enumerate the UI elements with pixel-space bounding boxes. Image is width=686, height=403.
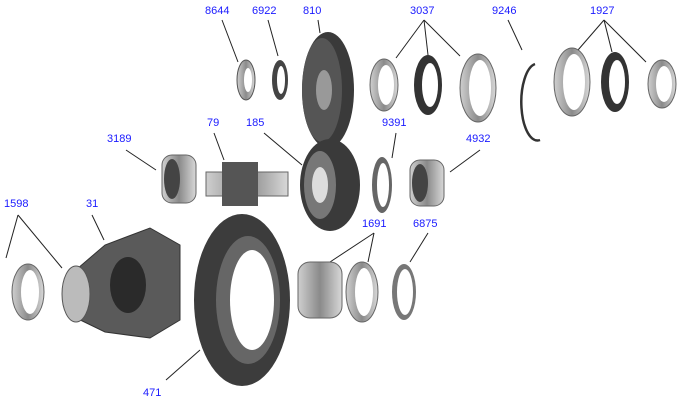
part-1691-bearing[interactable] [297,261,379,323]
part-link-1927[interactable]: 1927 [590,5,615,17]
part-link-9391[interactable]: 9391 [382,117,407,129]
part-link-185[interactable]: 185 [246,117,265,129]
leader-lines [5,19,647,381]
part-1927-bearing[interactable] [553,47,677,117]
part-link-1691[interactable]: 1691 [362,218,387,230]
part-link-3189[interactable]: 3189 [107,133,132,145]
part-1598-bearing-race[interactable] [11,263,45,321]
part-link-79[interactable]: 79 [207,117,220,129]
part-6875-shim[interactable] [392,264,416,320]
part-6922-lockwasher[interactable] [272,60,288,100]
part-link-1598[interactable]: 1598 [4,198,29,210]
part-link-9246[interactable]: 9246 [492,5,517,17]
part-31-differential-case[interactable] [61,227,181,339]
part-4932-bearing[interactable] [409,159,445,207]
part-471-ring-gear[interactable] [194,214,290,386]
part-9391-washer[interactable] [372,157,392,213]
part-link-3037[interactable]: 3037 [410,5,435,17]
part-9246-snap-ring[interactable] [520,62,541,142]
part-link-810[interactable]: 810 [303,5,322,17]
part-3189-bearing[interactable] [161,154,197,204]
part-79-pinion-shaft[interactable] [205,162,289,206]
part-185-gear[interactable] [300,139,360,231]
part-link-6922[interactable]: 6922 [252,5,277,17]
part-link-6875[interactable]: 6875 [413,218,438,230]
part-link-471[interactable]: 471 [143,387,162,399]
part-3037-bearing[interactable] [369,53,497,123]
part-link-31[interactable]: 31 [86,198,99,210]
part-link-8644[interactable]: 8644 [205,5,230,17]
part-8644-nut[interactable] [236,59,256,101]
part-link-4932[interactable]: 4932 [466,133,491,145]
part-810-gear[interactable] [302,32,354,148]
